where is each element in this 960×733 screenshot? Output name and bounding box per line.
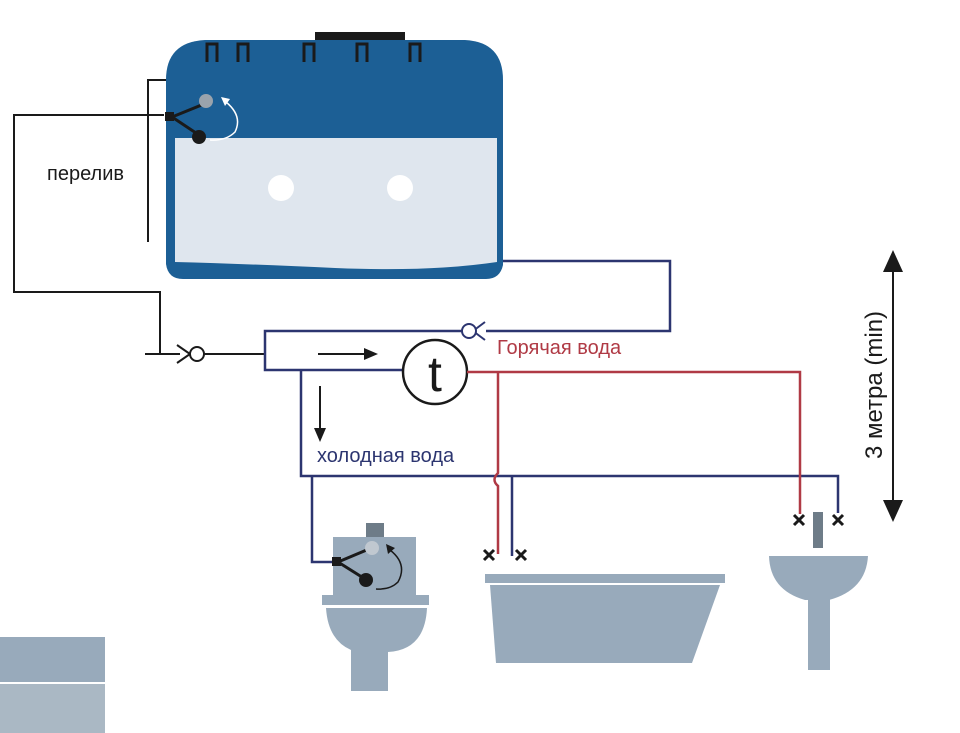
check-valve-loop bbox=[461, 321, 486, 341]
sink bbox=[769, 512, 868, 670]
height-label: 3 метра (min) bbox=[861, 311, 888, 459]
heater-symbol: t bbox=[428, 346, 442, 402]
flow-arrow-right bbox=[318, 348, 378, 360]
hot-water-label: Горячая вода bbox=[497, 337, 622, 359]
water-tank bbox=[165, 32, 503, 279]
corner-panels bbox=[0, 637, 105, 733]
check-valve-inlet bbox=[176, 344, 205, 364]
hot-water-pipes bbox=[467, 370, 802, 554]
bathtub-rim bbox=[485, 574, 725, 583]
valve-knob bbox=[199, 94, 213, 108]
sink-faucet bbox=[813, 512, 823, 548]
sink-basin bbox=[769, 556, 868, 600]
overflow-pipe bbox=[13, 79, 180, 355]
tank-vents bbox=[205, 42, 422, 62]
toilet bbox=[322, 523, 429, 691]
tank-hole-left bbox=[268, 175, 294, 201]
sink-taps bbox=[792, 513, 845, 527]
bathtub-taps bbox=[482, 548, 528, 562]
float-ball bbox=[192, 130, 206, 144]
toilet-seat bbox=[322, 595, 429, 605]
water-heater: t bbox=[401, 338, 469, 406]
float-valve bbox=[165, 94, 239, 144]
cold-water-label: холодная вода bbox=[317, 445, 455, 467]
height-dimension-arrow bbox=[883, 250, 903, 522]
toilet-bowl bbox=[326, 608, 427, 691]
overflow-label: перелив bbox=[47, 163, 124, 185]
toilet-button bbox=[366, 523, 384, 537]
sink-pedestal bbox=[808, 598, 830, 670]
toilet-float-valve bbox=[332, 541, 403, 590]
tank-water bbox=[175, 138, 497, 270]
bathtub-body bbox=[490, 585, 720, 663]
cold-water-pipes bbox=[263, 259, 840, 564]
flow-arrow-down bbox=[314, 386, 326, 442]
tank-lid bbox=[315, 32, 405, 40]
tank-hole-right bbox=[387, 175, 413, 201]
bathtub bbox=[485, 574, 725, 663]
